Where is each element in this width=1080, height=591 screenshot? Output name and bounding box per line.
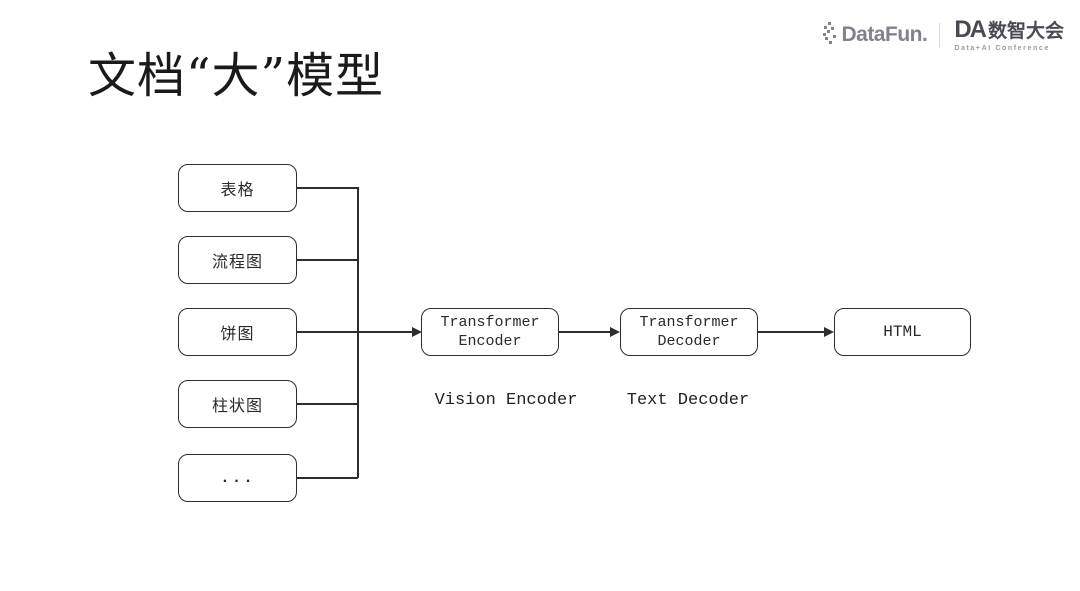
input-box-ellipsis: ... [178, 454, 297, 502]
arrow-head-icon [824, 327, 834, 337]
connector-line-flowchart [296, 259, 358, 261]
trunk-line [357, 187, 359, 478]
datafun-wordmark: DataFun. [841, 23, 928, 46]
arrow-head-icon [610, 327, 620, 337]
arrow-line-inputs-to-encoder [296, 331, 412, 333]
da-conference-logo: DA 数智大会 Data+AI Conference [954, 16, 1064, 53]
arrow-line-decoder-to-output [758, 331, 824, 333]
arrow-line-encoder-to-decoder [559, 331, 611, 333]
output-box-html: HTML [834, 308, 971, 356]
page-title: 文档“大”模型 [88, 48, 385, 104]
connector-line-ellipsis [296, 477, 358, 479]
da-logo-subtitle: Data+AI Conference [954, 45, 1050, 52]
da-logo-name: 数智大会 [987, 21, 1064, 42]
caption-text-decoder: Text Decoder [626, 391, 750, 410]
encoder-box: Transformer Encoder [421, 308, 559, 356]
header-logos: DataFun. DA 数智大会 Data+AI Conference [823, 18, 1064, 52]
connector-line-table [296, 187, 358, 189]
input-box-table: 表格 [178, 164, 297, 212]
input-box-barchart: 柱状图 [178, 380, 297, 428]
da-logo-mark: DA [954, 16, 987, 43]
arrow-head-icon [412, 327, 422, 337]
input-box-piechart: 饼图 [178, 308, 297, 356]
decoder-box: Transformer Decoder [620, 308, 758, 356]
datafun-logo: DataFun. [823, 23, 928, 47]
connector-line-barchart [296, 403, 358, 405]
logo-divider [939, 23, 941, 47]
datafun-dots-icon [823, 23, 839, 47]
caption-vision-encoder: Vision Encoder [434, 391, 578, 410]
input-box-flowchart: 流程图 [178, 236, 297, 284]
